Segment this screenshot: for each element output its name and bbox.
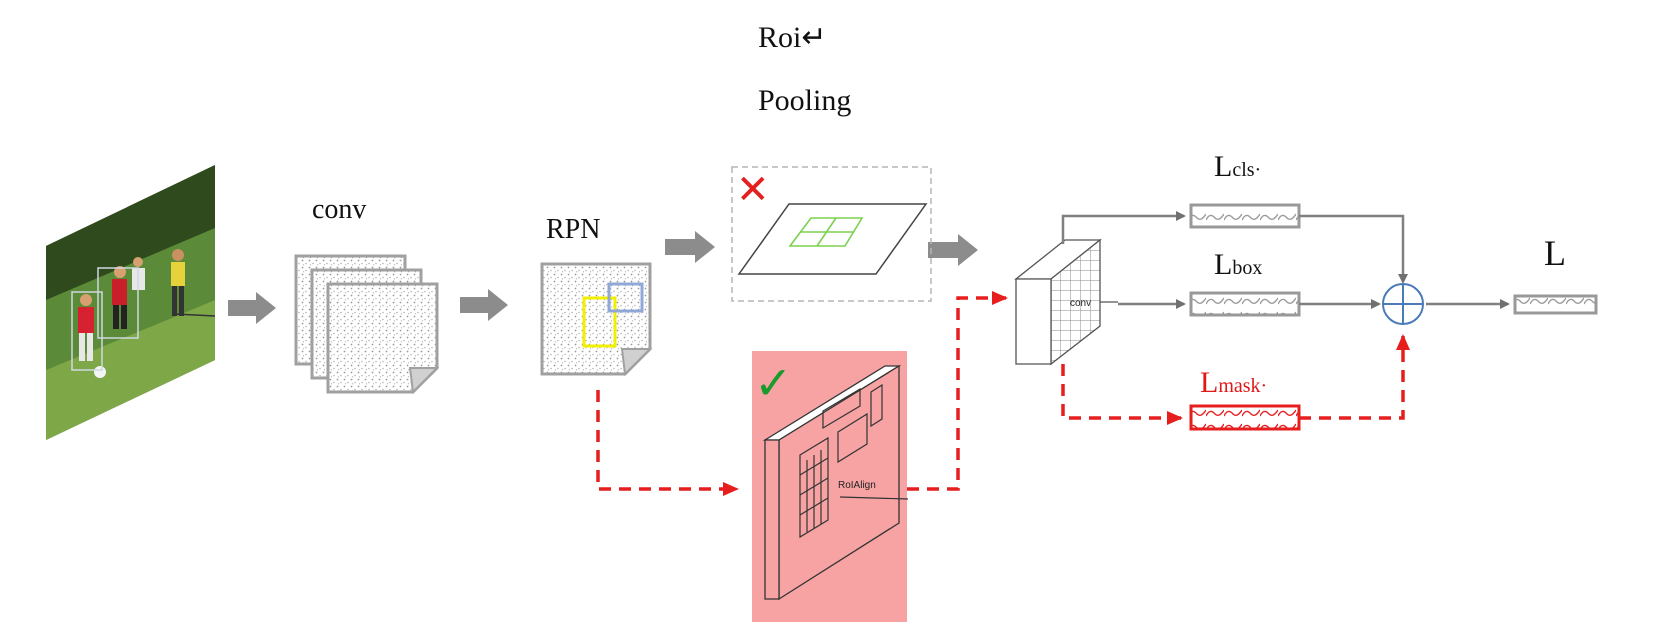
proposal-box-yellow <box>582 296 617 348</box>
proposal-box-blue <box>607 282 644 313</box>
loss-box-sub: box <box>1232 257 1263 279</box>
player-figures <box>71 249 185 378</box>
loss-mask-label: Lmask· <box>1200 366 1267 400</box>
loss-bar-box <box>1189 291 1301 317</box>
loss-cls-label: Lcls· <box>1214 150 1261 184</box>
rpn-label: RPN <box>546 214 601 245</box>
loss-box-main: L <box>1214 248 1233 281</box>
roialign-label: RoIAlign <box>838 480 876 491</box>
loss-cls-main: L <box>1214 150 1233 183</box>
roi-label: Roi↵ <box>758 21 827 54</box>
sum-connectors <box>1299 214 1510 309</box>
loss-mask-sub: mask· <box>1218 375 1268 397</box>
loss-box-label: Lbox <box>1214 248 1262 282</box>
cls-branch <box>1061 211 1186 244</box>
sum-plus-icon <box>1382 283 1424 325</box>
rejected-cross-icon: ✕ <box>736 167 770 213</box>
accepted-check-icon: ✓ <box>754 356 793 410</box>
conv-feature-maps <box>294 254 440 395</box>
loss-bar-mask <box>1189 404 1301 431</box>
loss-mask-main: L <box>1200 366 1219 399</box>
conv-head-cube <box>1014 238 1118 366</box>
gray-arrow-3 <box>665 231 715 263</box>
pooling-grid <box>788 217 864 247</box>
roialign-block <box>752 351 909 622</box>
gray-arrow-2 <box>460 289 508 321</box>
total-loss-label: L <box>1544 233 1566 273</box>
loss-cls-sub: cls· <box>1232 159 1262 181</box>
conv-head-label: conv <box>1070 298 1092 309</box>
gray-arrow-1 <box>228 292 276 324</box>
rpn-feature-map <box>540 262 653 377</box>
roi-pooling-box <box>731 166 932 302</box>
pooling-label: Pooling <box>758 84 852 117</box>
gray-arrow-4 <box>928 234 978 266</box>
loss-bar-total <box>1513 294 1598 315</box>
input-image <box>46 165 216 440</box>
loss-bar-cls <box>1189 203 1301 229</box>
conv-label: conv <box>312 194 367 225</box>
red-dashed-paths <box>596 291 1410 496</box>
